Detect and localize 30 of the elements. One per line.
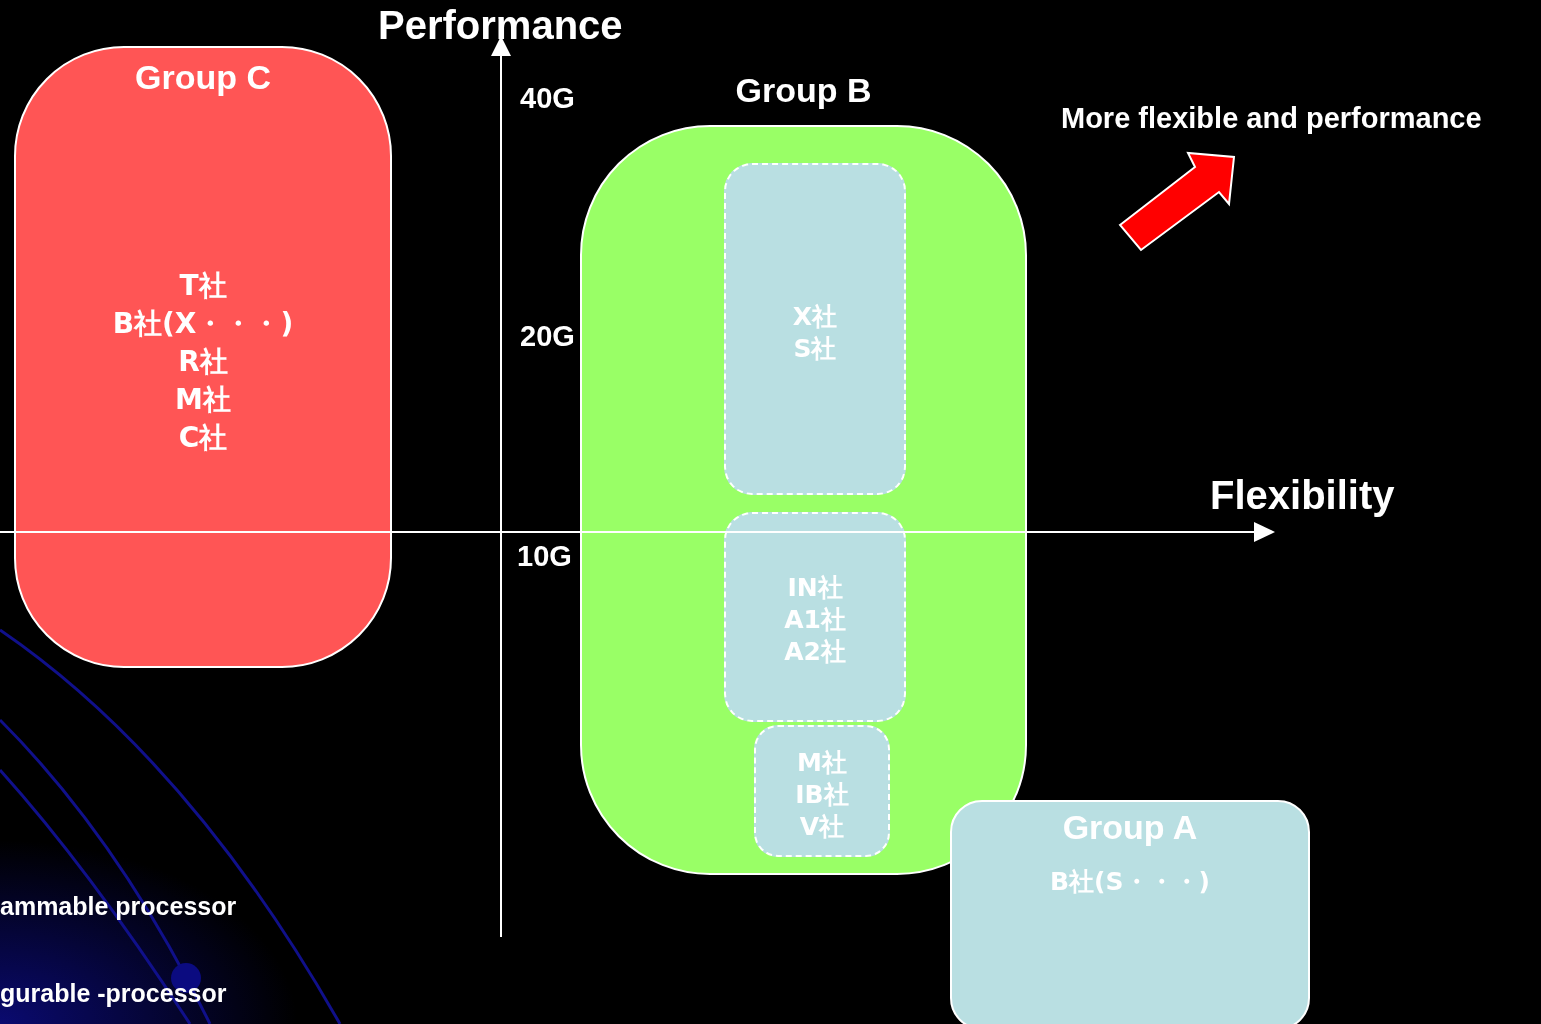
- company-cluster: [724, 512, 906, 722]
- company-name: M社: [797, 747, 847, 779]
- group-heading: Group C: [135, 58, 271, 97]
- axis-title: Flexibility: [1210, 473, 1395, 518]
- legend-text: ammable processor: [0, 892, 237, 921]
- company-name: M社: [175, 384, 231, 416]
- company-cluster: [754, 725, 890, 857]
- company-name: V社: [799, 811, 845, 843]
- company-name: A2社: [784, 636, 846, 668]
- company-name: T社: [179, 270, 227, 302]
- tick-label: 20G: [520, 320, 575, 353]
- group-heading: Group A: [1062, 808, 1198, 847]
- tick-label: 40G: [520, 82, 575, 115]
- company-name: C社: [178, 422, 228, 454]
- company-name: S社: [793, 333, 837, 365]
- axis-title: Performance: [378, 3, 623, 48]
- company-name: B社(S・・・): [1050, 866, 1210, 898]
- company-name: A1社: [784, 604, 846, 636]
- group-region: [950, 800, 1310, 1024]
- company-name: IB社: [795, 779, 849, 811]
- group-region: [14, 46, 392, 668]
- group-heading: Group B: [735, 71, 872, 110]
- tick-label: 10G: [517, 540, 572, 573]
- company-name: IN社: [787, 572, 843, 604]
- company-name: B社(X・・・): [112, 308, 294, 340]
- annotation-text: More flexible and performance: [1061, 102, 1482, 135]
- company-name: X社: [792, 301, 838, 333]
- company-name: R社: [178, 346, 228, 378]
- legend-text: gurable -processor: [0, 979, 227, 1008]
- company-cluster: [724, 163, 906, 495]
